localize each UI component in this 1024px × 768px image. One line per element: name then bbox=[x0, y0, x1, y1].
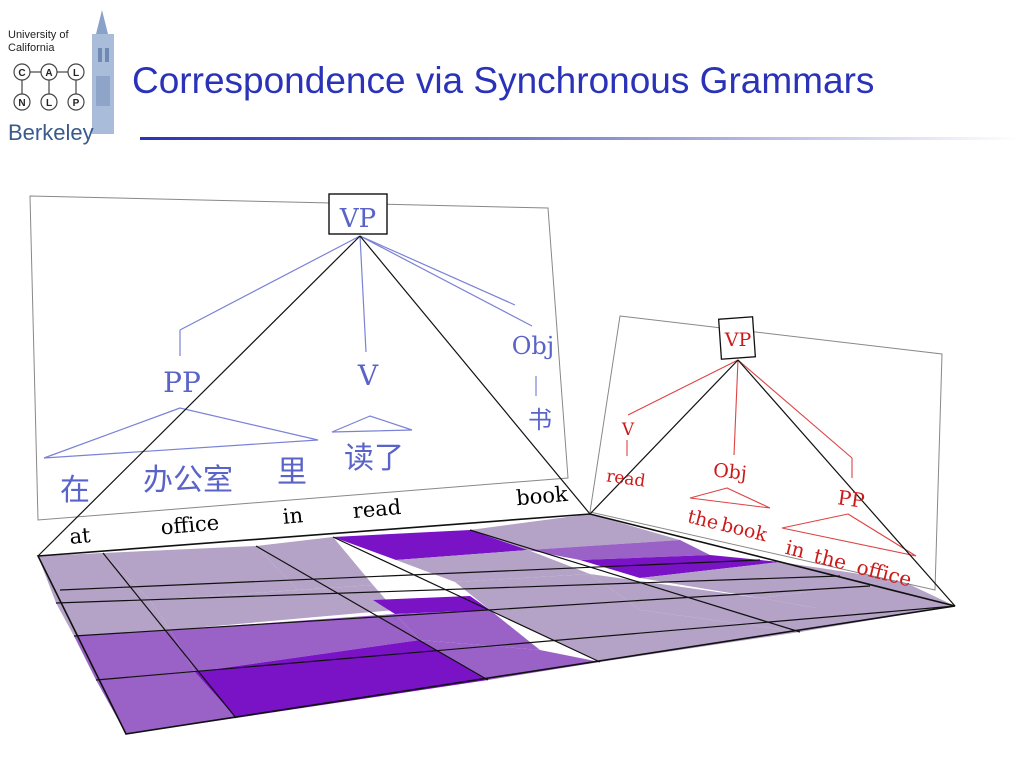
slide-title: Correspondence via Synchronous Grammars bbox=[132, 60, 875, 101]
logo-line-1: University of bbox=[8, 29, 69, 41]
source-vp-label: VP bbox=[339, 204, 376, 234]
source-obj-word: 书 bbox=[528, 406, 552, 434]
source-vp-box bbox=[328, 193, 388, 235]
source-pp-word-2: 办公室 bbox=[143, 463, 233, 498]
source-v-word: 读了 bbox=[344, 441, 404, 476]
logo-letter-n: N bbox=[18, 98, 25, 109]
cell-r3-c2 bbox=[170, 614, 420, 672]
cell-r1-c5 bbox=[470, 514, 680, 550]
cell-r1-c9 bbox=[640, 562, 900, 598]
target-vp-box bbox=[717, 316, 757, 360]
alignment-grid bbox=[36, 513, 956, 735]
english-word-book: book bbox=[515, 482, 569, 510]
source-pp-label: PP bbox=[163, 366, 201, 399]
cell-r2-c2 bbox=[150, 585, 395, 630]
english-word-in: in bbox=[282, 503, 304, 529]
source-obj-label: Obj bbox=[512, 332, 554, 360]
cell-r3-c3 bbox=[395, 610, 540, 650]
cell-r1-c1 bbox=[38, 553, 150, 603]
target-pp-label: PP bbox=[836, 485, 866, 513]
uc-berkeley-logo: University of California C A L N L P Ber… bbox=[8, 10, 114, 145]
cell-r4-c1 bbox=[96, 672, 236, 734]
campanile-tower-icon bbox=[92, 10, 114, 134]
logo-letter-a: A bbox=[45, 68, 52, 79]
target-tree-panel: VP V read Obj PP the book in the office bbox=[589, 315, 956, 607]
cell-r3-c4 bbox=[490, 610, 800, 662]
source-tree-panel: VP PP V Obj 书 在 办公室 里 读了 bbox=[29, 193, 591, 557]
source-tree-edges bbox=[43, 235, 537, 459]
cell-r2-c6 bbox=[760, 580, 955, 612]
source-v-label: V bbox=[357, 359, 379, 392]
source-projection-lines bbox=[37, 235, 591, 557]
english-word-row: at office in read book bbox=[68, 482, 568, 549]
source-pp-word-1: 在 bbox=[60, 473, 90, 508]
cell-r1-c7 bbox=[528, 540, 710, 560]
cell-r2-c3 bbox=[373, 596, 490, 614]
target-obj-label: Obj bbox=[712, 459, 748, 484]
english-word-at: at bbox=[68, 523, 92, 549]
cell-r4-c3 bbox=[420, 640, 600, 680]
target-projection-lines bbox=[589, 359, 956, 607]
english-word-office: office bbox=[160, 511, 220, 540]
logo-letter-l2: L bbox=[46, 98, 52, 109]
cell-r1-c3 bbox=[256, 537, 373, 590]
cell-r3-c1 bbox=[74, 630, 195, 680]
english-word-read: read bbox=[352, 495, 402, 523]
target-tree-edges bbox=[626, 359, 917, 557]
logo-line-2: California bbox=[8, 42, 55, 54]
logo-letter-c: C bbox=[18, 68, 25, 79]
title-underline bbox=[140, 137, 1020, 140]
target-v-label: V bbox=[621, 420, 635, 440]
cell-r2-c1 bbox=[56, 600, 170, 636]
alignment-cells bbox=[38, 514, 955, 734]
logo-wordmark: Berkeley bbox=[8, 120, 94, 145]
logo-letter-p: P bbox=[73, 98, 80, 109]
target-vp-label: VP bbox=[724, 329, 752, 351]
logo-letter-l: L bbox=[73, 68, 79, 79]
cell-r2-c5 bbox=[590, 574, 840, 612]
cell-r4-c2 bbox=[195, 640, 488, 718]
cell-r2-c4 bbox=[455, 574, 640, 610]
cell-r1-c4 bbox=[333, 530, 528, 560]
source-pp-word-3: 里 bbox=[277, 455, 307, 490]
calnlp-nodes bbox=[13, 63, 85, 111]
